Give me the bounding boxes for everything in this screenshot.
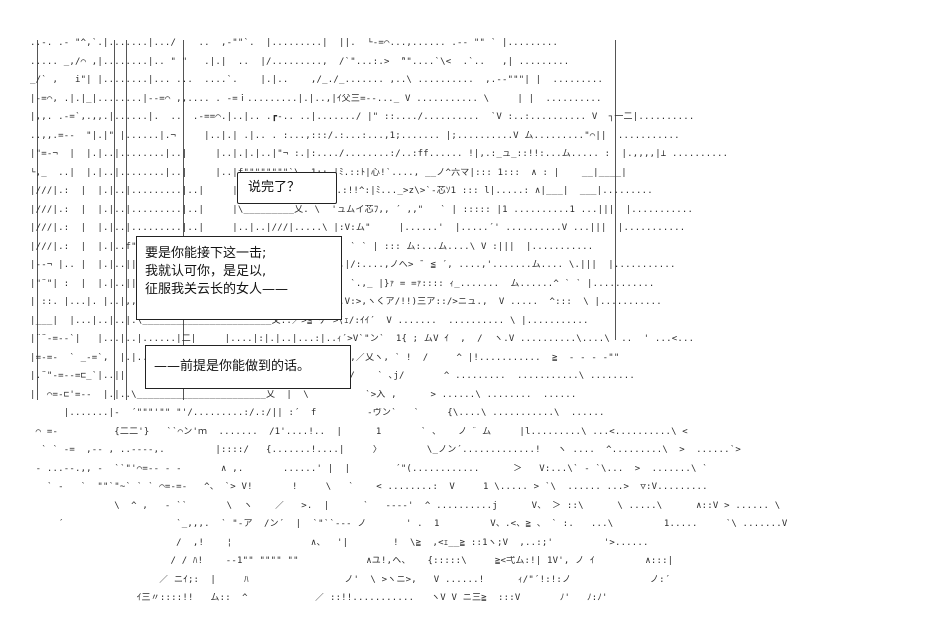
wall-column bbox=[37, 40, 38, 400]
bubble-text: 征服我关云长的女人—— bbox=[145, 282, 289, 297]
bubble-text: 我就认可你，是足以, bbox=[145, 264, 267, 279]
ascii-art-row: ⌒ =- {二二'} ``⌒ン'ｍ ....... /1'....!.. | 1… bbox=[30, 426, 688, 437]
wall-column bbox=[615, 40, 616, 340]
ascii-art-row: |///|.: | |.|..|.........|..| |..|..|///… bbox=[30, 223, 686, 233]
ascii-art-row: / ,! ¦ ∧、 '| ! \≧ ,<ｪ__≧ ::1ヽ;V ,..:;' '… bbox=[30, 537, 649, 548]
speech-bubble-short: 说完了？ bbox=[237, 172, 337, 204]
ascii-art-row: |-=⌒, .|.|_|........|--=⌒ ,,.... . -=ｉ..… bbox=[30, 93, 602, 104]
ascii-art-row: | ::. |...|. |..|,,.|..|| |::|.V:>,ヽくア/!… bbox=[30, 297, 662, 307]
ascii-art-row: |,,. .-=`,.,,.|......|. .. .-==⌒.|..|.. … bbox=[30, 112, 695, 122]
ascii-art-row: |--¬ |.. | |.|..|| |....l-`..,|/:....,ノへ… bbox=[30, 260, 676, 270]
ascii-art-row: |¨¨-=--`| |...|..|......|二| |....|:|.|..… bbox=[30, 334, 695, 344]
bubble-text: 说完了？ bbox=[248, 180, 301, 195]
ascii-art-row: ｲ三〃::::!! ム:: ^ ／ ::!!........... ヽV V ニ… bbox=[30, 593, 653, 603]
bubble-text: 要是你能接下这一击; bbox=[145, 246, 267, 261]
ascii-art-row: ´ `_,,,. ` "-ア /ン´ | `"``-‐- ノ ' . 1 V、.… bbox=[30, 519, 788, 529]
ascii-art-row: |"¨"| : | |.|..|| |::.|,^-^/ `.,_ |}ｧ = … bbox=[30, 278, 655, 289]
speech-bubble-condition: ——前提是你能做到的话。 bbox=[145, 345, 351, 389]
speech-bubble-challenge: 要是你能接下这一击; 我就认可你，是足以, 征服我关云长的女人—— bbox=[136, 236, 342, 320]
ascii-art-row: |___| |...|..|..|.\_____________________… bbox=[30, 315, 589, 326]
ascii-art-row: ／ ニｲ;: | ﾊ ノ' \ >ヽニ>, V ......! ｨ/"´!:!:… bbox=[30, 574, 671, 585]
ascii-art-row: ..-. .- "^,`.|.......|.../ .. ,-""`. |..… bbox=[30, 38, 559, 48]
ascii-art-row: ..,,.=-- "|.|" |......|.¬ |..|.| .|.. . … bbox=[30, 130, 680, 141]
bubble-text: ——前提是你能做到的话。 bbox=[154, 359, 311, 374]
ascii-art-row: ..... _,/⌒ ,|........|.. " " .|.| .. |/.… bbox=[30, 56, 570, 67]
ascii-art-row: / / ﾊ! --1"" """" "" ∧ユ!,ヘ、 {:::::\ ≧<弌ム… bbox=[30, 556, 674, 566]
ascii-art-row: |.......|‐ ´"""'"" "'/.........:/.:/|| :… bbox=[30, 408, 605, 418]
ascii-art-row: | ⌒=-⊏'=-- |.|..\_______________________… bbox=[30, 389, 577, 400]
ascii-art-row: |"=-¬ | |.|..|........|..| |..|.|.|..|"¬… bbox=[30, 149, 729, 159]
ascii-art-row: ` ` -= ,-- , ..----,. |::::/ {.......!..… bbox=[30, 445, 747, 455]
wall-column bbox=[126, 40, 127, 400]
ascii-art-row: ` - ` ""`"~` ` ` ⌒=-=- ^、 `> V! ! \ ` < … bbox=[30, 482, 708, 492]
wall-column bbox=[114, 40, 115, 400]
ascii-art-row: - ...--.,, - ``"'⌒=-- - - ∧ ,. ......' |… bbox=[30, 463, 708, 474]
ascii-art-row: \ ^ , - `` \ ヽ ／ >. | ` ----' ^ ........… bbox=[30, 500, 781, 511]
ascii-art-row: |///|.: | |.|..|.........|..| || 說完了？ | … bbox=[30, 186, 653, 196]
ascii-art-row: _/` , i"| |........|... ... ....`. |.|..… bbox=[30, 75, 604, 85]
wall-column bbox=[183, 40, 184, 400]
ascii-art-row: |///|.: | |.|..|.........|..| |\________… bbox=[30, 204, 694, 215]
